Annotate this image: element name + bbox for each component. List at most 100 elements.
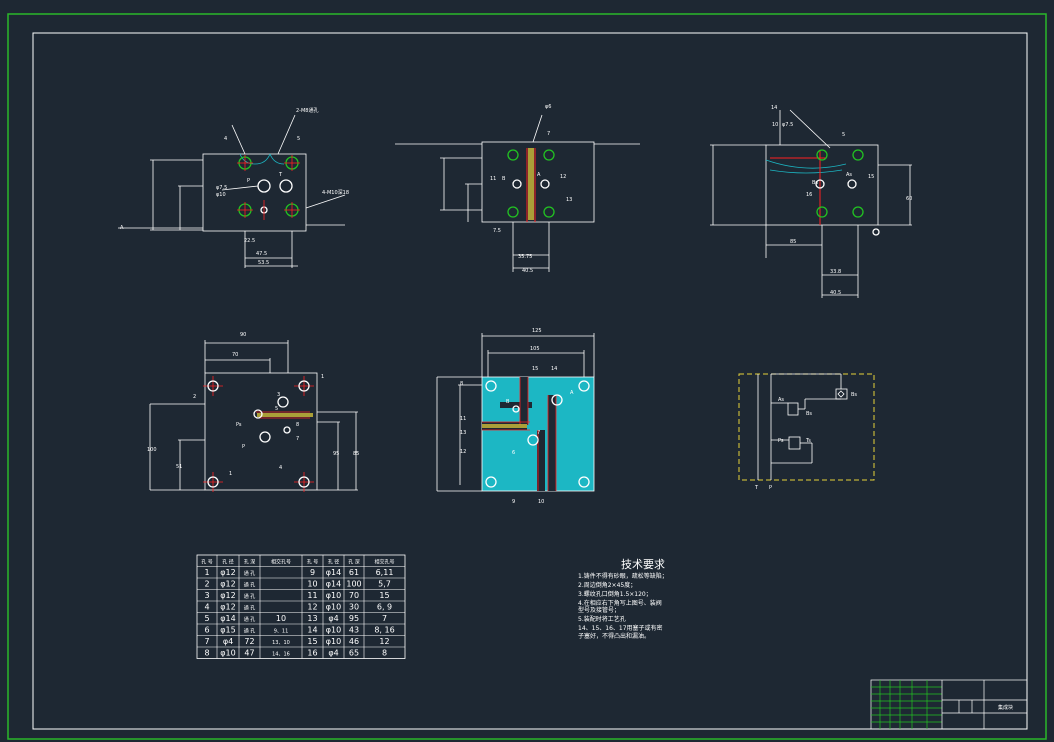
hole-table-cell: 8 xyxy=(204,648,209,657)
hole-table-cell: φ10 xyxy=(220,648,235,657)
hole-table-cell: 47 xyxy=(244,648,254,657)
hole-table-cell: 6,11 xyxy=(376,568,394,577)
hole-table-cell: φ10 xyxy=(326,602,341,611)
tech-line-6: 5.装配时将工艺孔 xyxy=(578,615,626,623)
right-label-9: 40.5 xyxy=(830,290,841,296)
side-label-2: 11 xyxy=(490,176,496,182)
outer-sheet-border xyxy=(7,13,1047,740)
section-label-0: 125 xyxy=(532,328,542,334)
right-label-0: 14 xyxy=(771,105,777,111)
plan-label-9: P xyxy=(242,444,245,450)
hole-table-cell: 通 孔 xyxy=(244,593,256,600)
hole-table-cell: 11 xyxy=(307,591,317,600)
side-label-6: 13 xyxy=(566,197,572,203)
hole-table-header-cell: 孔 号 xyxy=(201,558,213,565)
tech-line-3: 3.螺纹孔口倒角1.5×120； xyxy=(578,590,652,598)
hole-table-cell: 2 xyxy=(204,579,209,588)
front-label-0: 2-M8通孔 xyxy=(296,107,318,114)
hole-table-cell: 5,7 xyxy=(378,579,391,588)
front-holes xyxy=(238,156,299,217)
plan-label-3: 2 xyxy=(193,394,196,400)
plan-label-5: 5 xyxy=(275,406,278,412)
side-bore-fill xyxy=(528,148,534,220)
hole-table-cell: 1 xyxy=(204,568,209,577)
hole-table-cell: 通 孔 xyxy=(244,581,256,588)
hole-table-header-cell: 孔 号 xyxy=(307,558,319,565)
plan-label-14: 85 xyxy=(353,451,359,457)
title-block-name: 集成块 xyxy=(998,704,1013,711)
hole-table-cell: 8 xyxy=(382,648,387,657)
hole-table-cell: 6 xyxy=(204,625,209,634)
hole-table-cell: 14 xyxy=(307,625,317,634)
plan-label-6: 7 xyxy=(296,436,299,442)
section-lines xyxy=(436,333,595,492)
side-view xyxy=(395,114,640,272)
front-label-8: 47.5 xyxy=(256,251,267,257)
plan-label-2: 1 xyxy=(321,374,324,380)
hole-table-cell: φ4 xyxy=(328,614,338,623)
hydraulic-label-2: Bs xyxy=(806,411,812,417)
inner-sheet-border xyxy=(32,32,1028,730)
hole-table-cell: 10 xyxy=(307,579,317,588)
front-label-9: 53.5 xyxy=(258,260,269,266)
hole-table-cell: φ12 xyxy=(220,568,235,577)
hole-table-cell: 7 xyxy=(204,637,209,646)
hole-table-cell: 6, 9 xyxy=(377,602,392,611)
hole-table-cell: 12 xyxy=(379,637,389,646)
hole-table-cell: φ14 xyxy=(220,614,235,623)
side-label-4: A xyxy=(537,172,541,178)
plan-red-lines xyxy=(203,376,314,492)
hole-table-cell: φ4 xyxy=(223,637,233,646)
hole-table-cell: 100 xyxy=(346,579,361,588)
hydraulic-label-6: P xyxy=(769,485,772,491)
front-label-10: 22.5 xyxy=(244,238,255,244)
right-label-8: 33.8 xyxy=(830,269,841,275)
hole-table-cell: 9 xyxy=(310,568,315,577)
hydraulic-label-5: T xyxy=(754,485,759,491)
plan-holes xyxy=(207,380,310,488)
right-labels: 14 5 10 φ7.5 15 16 Bs As 33.8 40.5 60 85 xyxy=(771,105,912,296)
side-label-8: 35.75 xyxy=(518,254,532,260)
hole-table-cell: φ14 xyxy=(326,568,341,577)
front-labels: 2-M8通孔 4 5 P T φ7.5 φ10 4-M10深18 47.5 53… xyxy=(120,107,349,266)
hole-table-cell: 5 xyxy=(204,614,209,623)
section-holes xyxy=(485,380,590,488)
tech-line-5: 型号及接管号； xyxy=(578,606,620,614)
plan-label-10: 1 xyxy=(229,471,232,477)
plan-label-0: 90 xyxy=(240,332,246,338)
hole-table-header-cell: 孔 径 xyxy=(328,558,340,565)
section-label-1: 105 xyxy=(530,346,540,352)
front-view xyxy=(118,114,346,268)
plan-label-13: 95 xyxy=(333,451,339,457)
section-labels: 125 105 15 14 8 11 13 12 7 6 9 10 B A xyxy=(460,328,574,505)
hole-table-cell: 7 xyxy=(382,614,387,623)
hole-table-header-cell: 孔 径 xyxy=(222,558,234,565)
plan-labels: 90 70 1 2 3 5 7 8 Ps P 1 4 100 95 85 51 xyxy=(147,332,359,477)
section-label-8: 7 xyxy=(537,430,540,436)
hole-table-cell: 46 xyxy=(349,637,359,646)
hole-table-cell: φ10 xyxy=(326,637,341,646)
hydraulic-frame xyxy=(738,373,875,481)
hydraulic-label-0: As xyxy=(778,397,784,403)
hole-table-cell: 13、10 xyxy=(272,640,290,646)
hole-table-cell: 3 xyxy=(204,591,209,600)
hole-table-cell: φ12 xyxy=(220,579,235,588)
hole-table-cell: φ12 xyxy=(220,591,235,600)
title-block xyxy=(870,679,1028,730)
plan-label-12: 100 xyxy=(147,447,157,453)
section-label-12: B xyxy=(506,399,510,405)
plan-label-15: 51 xyxy=(176,464,182,470)
section-label-11: 10 xyxy=(538,499,544,505)
hole-table-cell: φ4 xyxy=(328,648,338,657)
tech-line-1: 1.铸件不得有砂眼，疏松等缺陷； xyxy=(578,572,668,580)
front-label-2: 5 xyxy=(297,136,300,142)
side-labels: φ6 7 11 B A 12 13 40.5 35.75 7.5 xyxy=(490,104,572,274)
hydraulic-labels: As Bs Bs Ps Ts T P xyxy=(754,392,857,491)
right-label-2: 10 xyxy=(772,122,778,128)
right-view xyxy=(710,109,912,298)
right-label-11: 85 xyxy=(790,239,796,245)
front-label-5: φ7.5 xyxy=(216,185,227,191)
side-label-0: φ6 xyxy=(545,104,551,110)
tech-line-7: 14、15、16、17用塞子或有密 xyxy=(578,624,663,632)
